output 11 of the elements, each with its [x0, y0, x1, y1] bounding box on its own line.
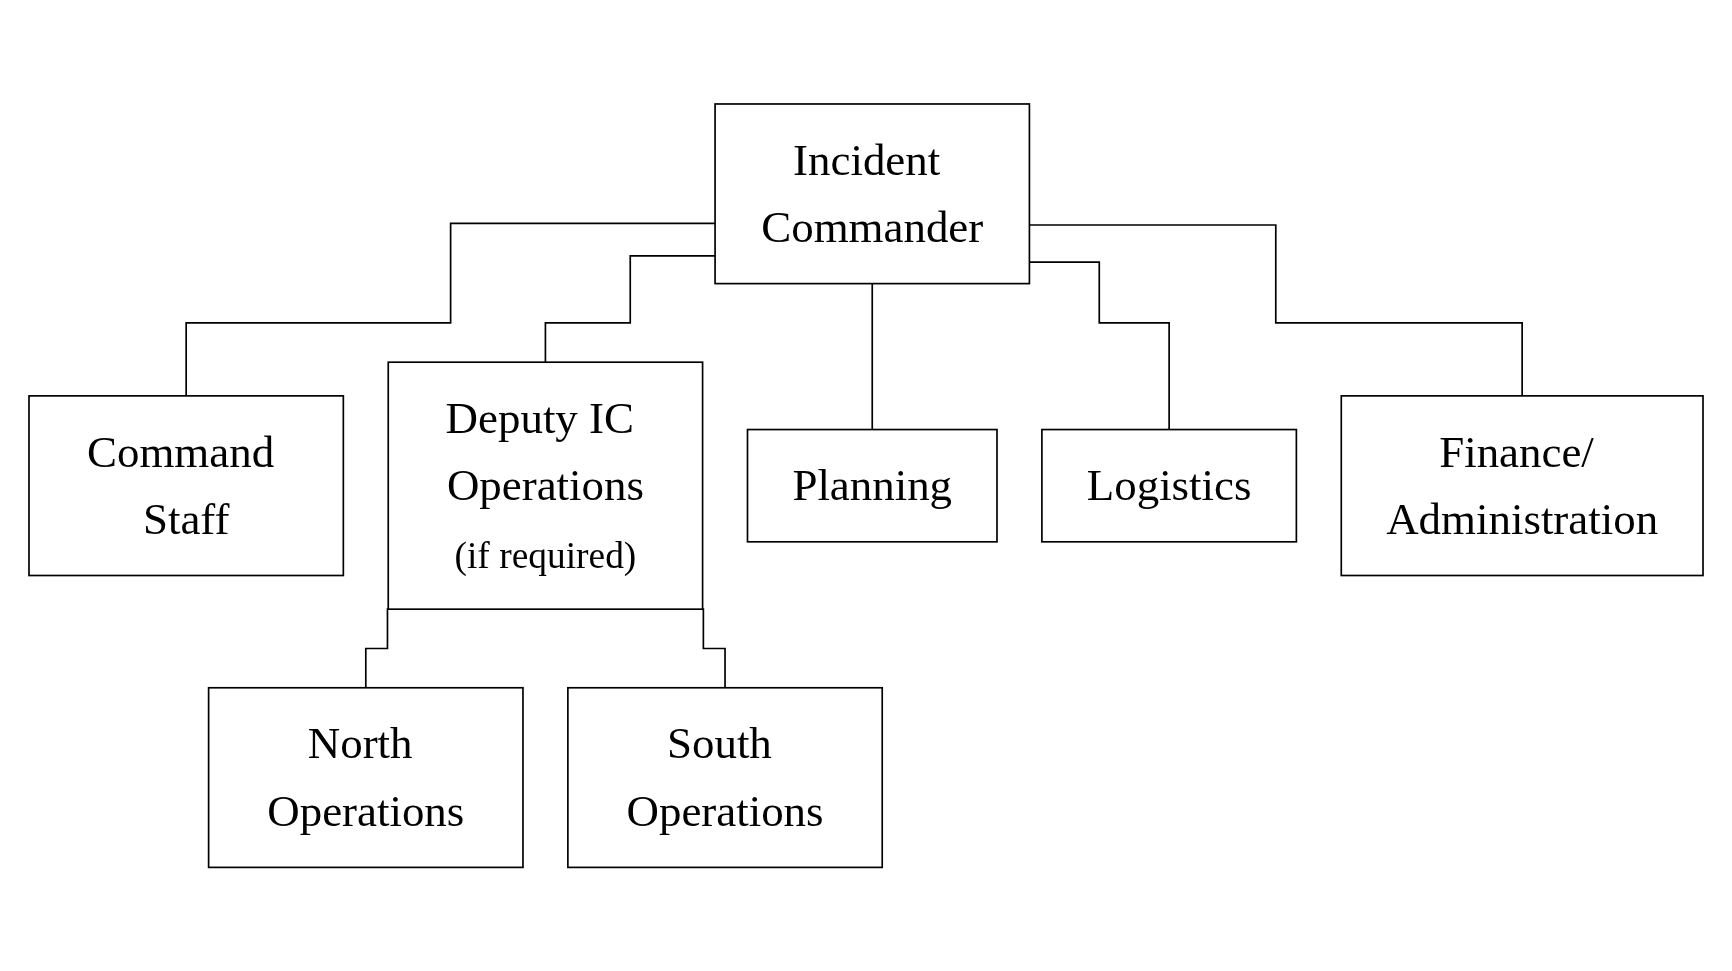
connector — [185, 222, 716, 397]
node-box: Logistics — [1041, 428, 1298, 543]
node-box: North Operations — [207, 686, 524, 869]
node-box: Deputy IC Operations (if required) — [387, 361, 704, 610]
node-box: Incident Commander — [714, 102, 1031, 285]
node-box: South Operations — [567, 686, 884, 869]
node-box: Finance/ Administration — [1340, 394, 1704, 577]
node-box: Command Staff — [28, 394, 345, 577]
connector — [544, 254, 716, 363]
node-box: Planning — [746, 428, 998, 543]
connector — [871, 282, 874, 431]
